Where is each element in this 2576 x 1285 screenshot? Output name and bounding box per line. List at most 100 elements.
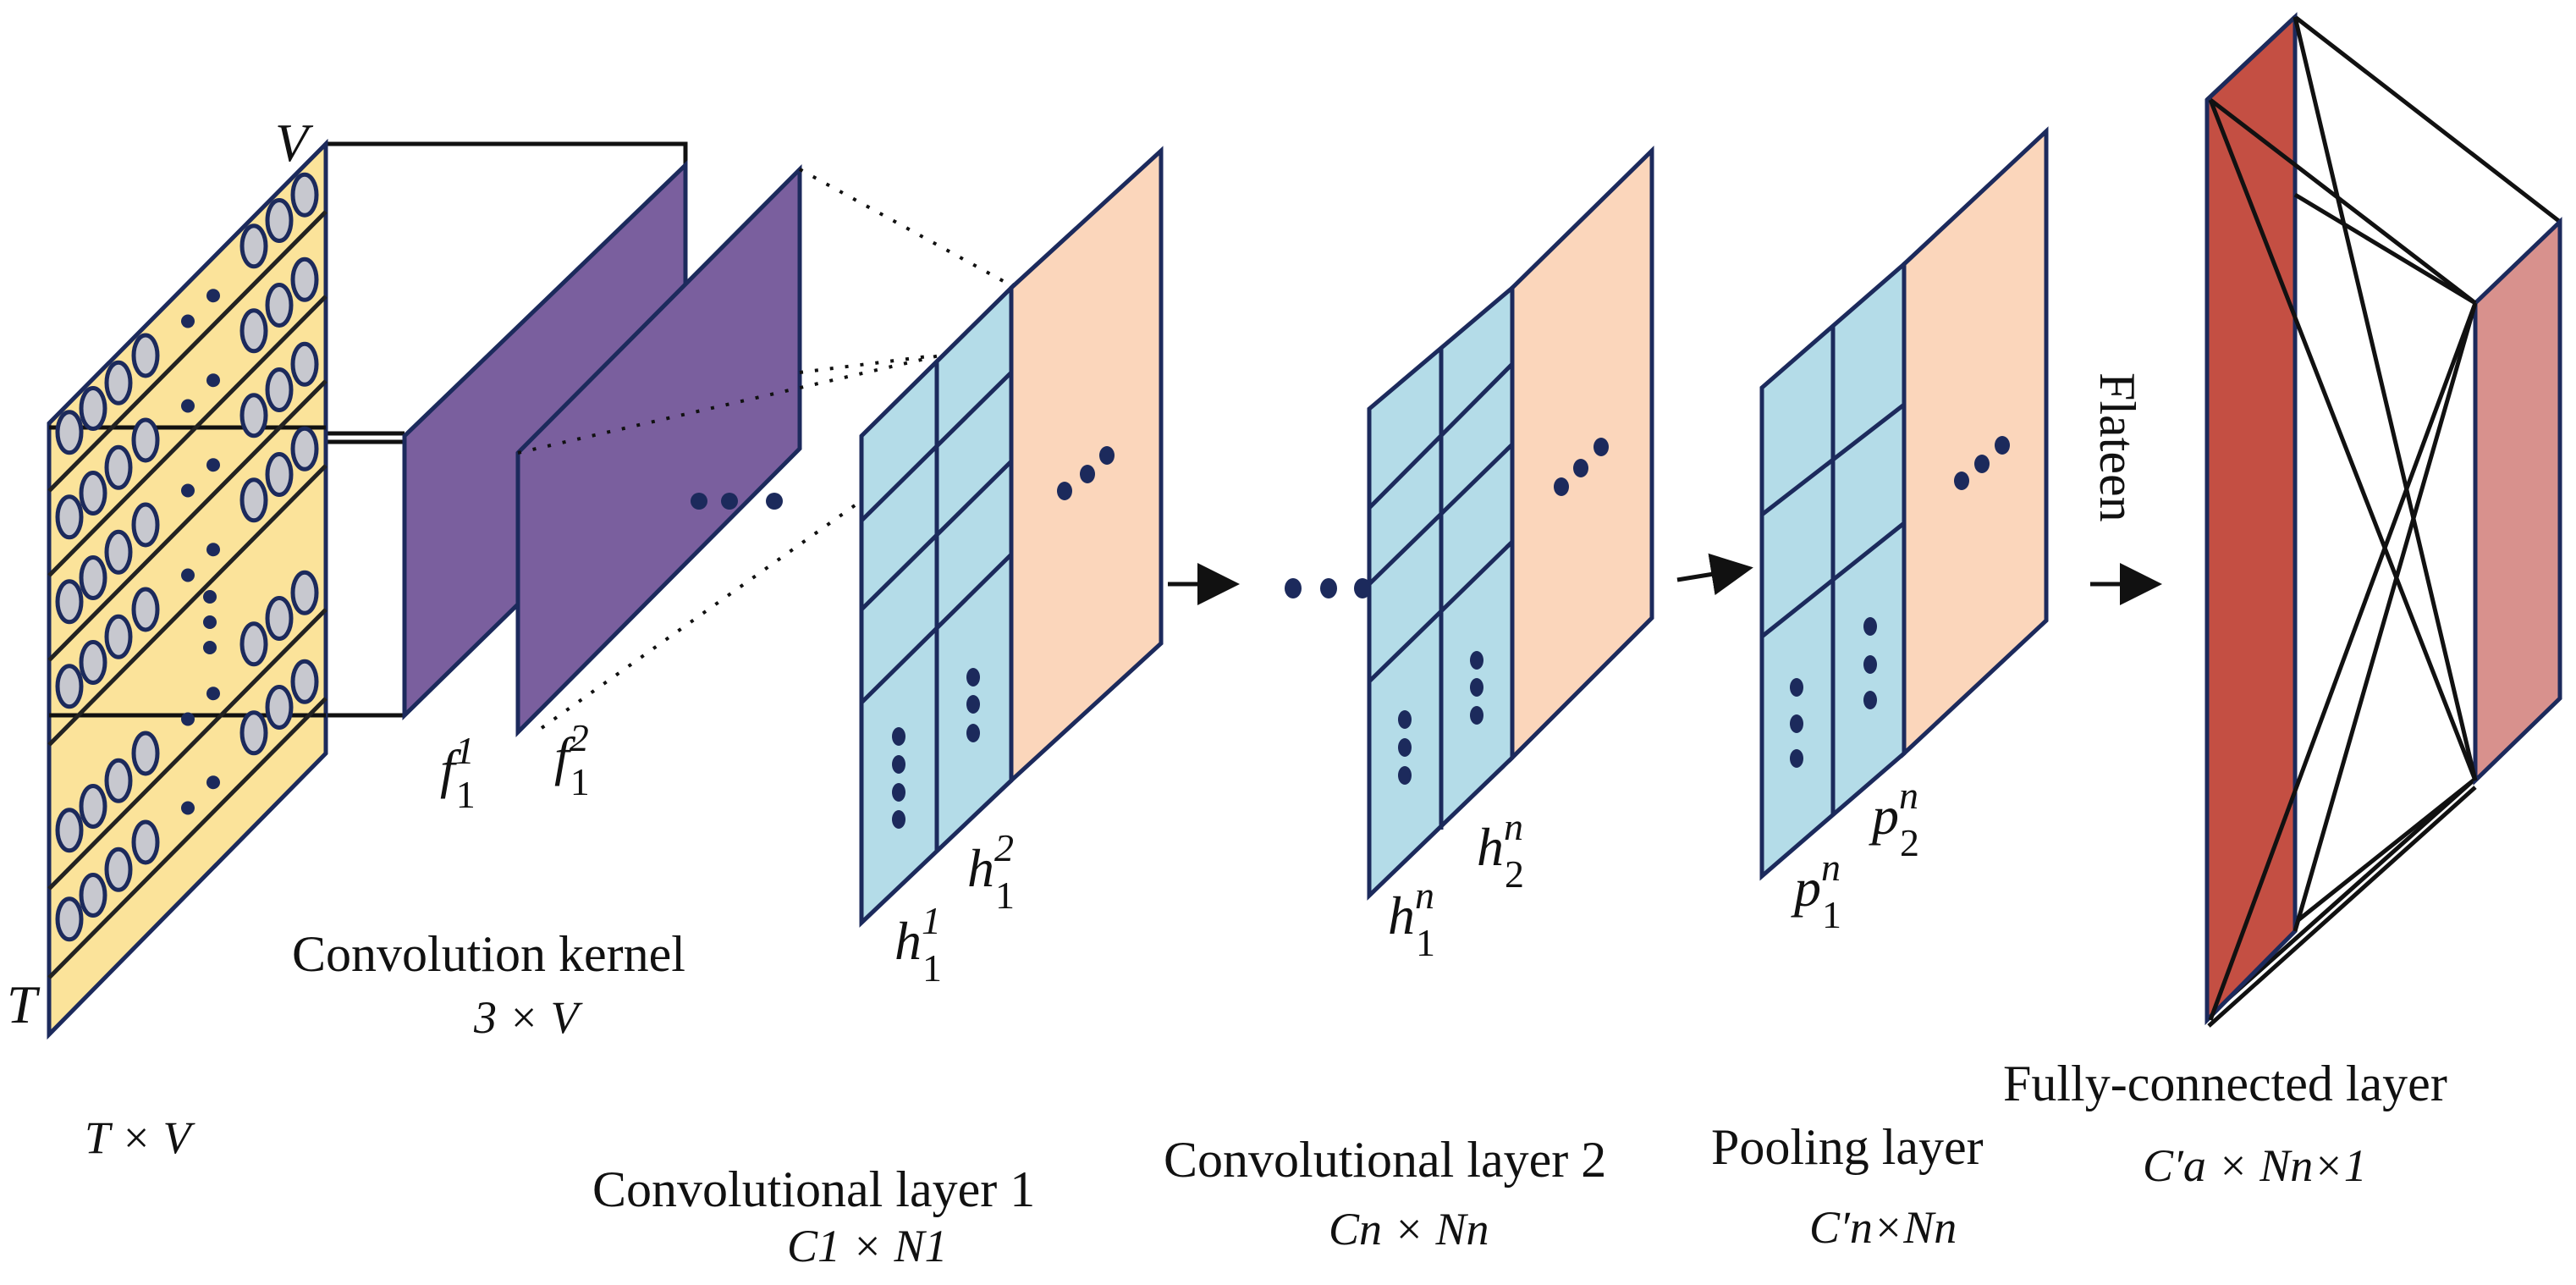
input-node-rows xyxy=(47,172,328,979)
input-node xyxy=(79,386,107,432)
input-node xyxy=(265,283,294,328)
input-node xyxy=(265,596,294,642)
pool-grid-lines xyxy=(1760,403,1906,638)
kernel-caption: Convolution kernel xyxy=(292,926,685,982)
input-node xyxy=(290,172,319,218)
conv2-grid-lines xyxy=(1368,362,1514,683)
input-node xyxy=(265,198,294,244)
input-node xyxy=(55,808,84,853)
input-node xyxy=(131,333,160,378)
kernel-projection-lines xyxy=(517,168,1016,730)
input-node xyxy=(131,502,160,548)
fc-block: Fully-connected layer C′a × Nn×1 xyxy=(2003,12,2562,1191)
fc-dims: C′a × Nn×1 xyxy=(2143,1140,2367,1191)
conv1-grid-lines xyxy=(860,371,1013,704)
input-row-line xyxy=(47,464,328,747)
conv2-peach-ellipsis xyxy=(1554,438,1609,496)
kernel-ellipsis xyxy=(691,493,783,510)
input-row-line xyxy=(47,379,328,662)
input-node xyxy=(131,587,160,632)
input-row-ellipsis-dot xyxy=(206,458,220,472)
conv1-column-ellipsis xyxy=(892,668,980,829)
input-row-ellipsis-dot xyxy=(181,399,195,413)
input-row-ellipsis-dot xyxy=(181,568,195,582)
input-row-ellipsis-dot xyxy=(206,687,220,701)
input-node xyxy=(239,308,268,354)
input-row-ellipsis-dot xyxy=(181,483,195,498)
conv2-to-pool-arrow xyxy=(1676,553,1753,596)
input-t-label: T xyxy=(7,974,41,1034)
input-node xyxy=(131,731,160,776)
input-node xyxy=(290,256,319,302)
conv2-column-ellipsis xyxy=(1398,651,1483,785)
input-node xyxy=(131,417,160,463)
fc-caption: Fully-connected layer xyxy=(2003,1056,2447,1111)
input-row-ellipsis-dot xyxy=(206,775,220,790)
pool-peach-ellipsis xyxy=(1954,436,2010,490)
fc-connections xyxy=(2208,16,2478,1021)
pool-peach-plane xyxy=(1902,126,2049,758)
input-row-line xyxy=(47,608,328,891)
pool-dims: C′n×Nn xyxy=(1809,1202,1957,1253)
input-node xyxy=(239,223,268,269)
input-node xyxy=(55,494,84,540)
input-row-ellipsis-dot xyxy=(181,314,195,328)
input-node xyxy=(104,444,133,490)
input-node xyxy=(290,659,319,704)
input-node xyxy=(55,664,84,709)
input-node xyxy=(79,640,107,686)
fc-light-plane xyxy=(2473,217,2562,786)
kernel-dims: 3 × V xyxy=(473,992,583,1043)
input-node xyxy=(239,621,268,667)
input-node xyxy=(79,555,107,601)
input-row-line xyxy=(47,295,328,577)
flatten-label: Flateen xyxy=(2089,372,2145,522)
input-block: V T T × V xyxy=(7,113,688,1163)
fc-dark-plane xyxy=(2204,12,2298,1026)
input-node xyxy=(104,758,133,803)
conv1-dims: C1 × N1 xyxy=(787,1221,947,1271)
flatten-arrow: Flateen xyxy=(2089,372,2162,605)
input-vertical-ellipsis xyxy=(203,590,217,654)
input-node xyxy=(265,367,294,413)
input-node xyxy=(55,410,84,455)
input-row-line xyxy=(47,210,328,493)
input-dims-label: T × V xyxy=(85,1112,195,1163)
input-row-ellipsis-dot xyxy=(181,801,195,815)
input-node xyxy=(265,452,294,498)
input-v-label: V xyxy=(275,113,314,173)
input-node xyxy=(239,393,268,438)
input-node xyxy=(79,471,107,516)
input-node xyxy=(79,873,107,918)
conv1-caption: Convolutional layer 1 xyxy=(592,1161,1035,1217)
input-node xyxy=(239,477,268,523)
kernel-plane-2 xyxy=(515,163,802,738)
input-node xyxy=(104,529,133,575)
conv2-peach-plane xyxy=(1510,146,1654,764)
input-row-ellipsis-dot xyxy=(206,289,220,303)
input-node xyxy=(79,784,107,830)
conv2-dims: Cn × Nn xyxy=(1329,1204,1489,1255)
input-node xyxy=(290,341,319,387)
conv2-caption: Convolutional layer 2 xyxy=(1164,1132,1606,1188)
input-node xyxy=(265,685,294,731)
input-node xyxy=(55,896,84,942)
input-row-line xyxy=(47,697,328,979)
input-row-ellipsis-dot xyxy=(181,712,195,726)
input-node xyxy=(290,570,319,615)
input-row-ellipsis-dot xyxy=(206,543,220,557)
pool-column-ellipsis xyxy=(1790,617,1877,768)
conv1-to-conv2-arrow xyxy=(1168,563,1371,605)
input-node xyxy=(104,360,133,405)
